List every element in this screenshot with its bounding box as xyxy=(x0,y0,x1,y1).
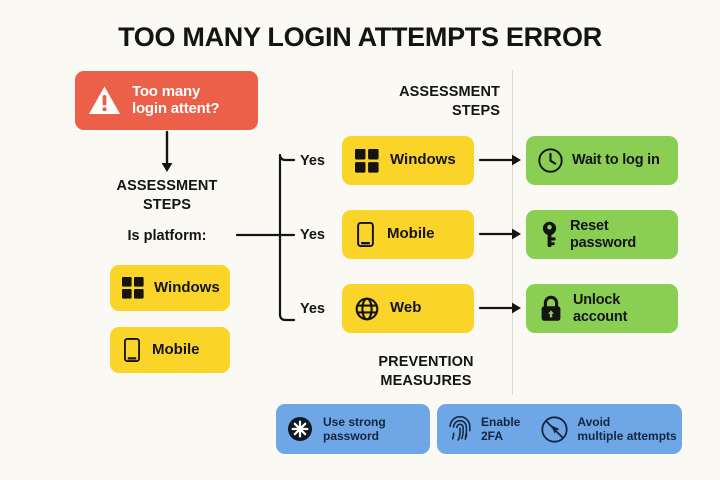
is-platform-question: Is platform: xyxy=(127,228,207,244)
prevention-group: Enable 2FA Avoid multiple attempts xyxy=(437,404,682,454)
left-caption-line-2: STEPS xyxy=(142,197,192,214)
middle-caption-line-1: ASSESSMENT xyxy=(399,84,500,100)
mobile-phone-icon xyxy=(124,338,140,362)
left-caption-line-1: ASSESSMENT xyxy=(116,178,218,194)
left-option-windows[interactable]: Windows xyxy=(110,265,230,311)
fingerprint-icon xyxy=(448,415,472,443)
step-mobile[interactable]: Mobile xyxy=(342,210,474,259)
globe-icon xyxy=(355,297,379,321)
left-option-mobile-label: Mobile xyxy=(152,340,200,358)
step-web-label: Web xyxy=(390,299,422,317)
step-windows-label: Windows xyxy=(390,151,456,169)
prevention-caption: PREVENTION MEASUJRES xyxy=(340,353,512,392)
prevention-avoid-line-2: multiple attempts xyxy=(577,429,677,443)
step-mobile-label: Mobile xyxy=(387,225,435,243)
prevention-avoid-line-1: Avoid xyxy=(577,414,611,429)
middle-caption-line-2: STEPS xyxy=(451,103,500,120)
alert-line-2: login attent? xyxy=(132,99,220,117)
branch-label-yes-1: Yes xyxy=(300,153,325,169)
prevention-use-strong-password[interactable]: Use strong password xyxy=(276,404,430,454)
left-option-windows-label: Windows xyxy=(154,278,220,296)
mobile-phone-icon xyxy=(357,222,374,247)
action-wait-to-log-in[interactable]: Wait to log in xyxy=(526,136,678,185)
prevention-caption-line-2: MEASUJRES xyxy=(380,373,472,390)
action-unlock-label: Unlock account xyxy=(573,292,628,325)
action-wait-label: Wait to log in xyxy=(572,152,660,169)
prevention-2fa-line-2: 2FA xyxy=(481,429,504,443)
alert-line-1: Too many xyxy=(132,82,201,100)
branch-label-yes-2: Yes xyxy=(300,227,325,243)
windows-logo-icon xyxy=(355,148,379,173)
no-click-icon xyxy=(541,415,568,443)
step-web[interactable]: Web xyxy=(342,284,474,333)
prevention-strong-password-line-2: password xyxy=(323,429,380,443)
prevention-strong-password-label: Use strong password xyxy=(323,415,386,444)
prevention-2fa-line-1: Enable xyxy=(481,414,521,429)
windows-logo-icon xyxy=(122,277,144,299)
action-reset-password[interactable]: Reset password xyxy=(526,210,678,259)
alert-text: Too many login attent? xyxy=(132,82,220,118)
branch-label-yes-3: Yes xyxy=(300,301,325,317)
lock-icon xyxy=(540,295,562,322)
action-unlock-account[interactable]: Unlock account xyxy=(526,284,678,333)
page-title: TOO MANY LOGIN ATTEMPTS ERROR xyxy=(118,22,602,52)
prevention-strong-password-line-1: Use strong xyxy=(323,414,386,429)
prevention-enable-2fa[interactable]: Enable 2FA xyxy=(448,415,520,444)
alert-box: Too many login attent? xyxy=(75,71,258,130)
action-reset-label: Reset password xyxy=(570,218,637,251)
prevention-avoid-multiple-attempts[interactable]: Avoid multiple attempts xyxy=(541,415,677,444)
warning-triangle-icon xyxy=(88,85,121,116)
prevention-avoid-label: Avoid multiple attempts xyxy=(577,415,676,444)
left-assessment-caption: ASSESSMENT STEPS xyxy=(78,177,256,216)
password-asterisk-icon xyxy=(287,416,313,442)
prevention-caption-line-1: PREVENTION xyxy=(378,354,474,370)
left-option-mobile[interactable]: Mobile xyxy=(110,327,230,373)
key-icon xyxy=(540,221,559,248)
middle-assessment-caption: ASSESSMENT STEPS xyxy=(348,83,500,122)
clock-icon xyxy=(538,148,563,173)
column-divider xyxy=(512,70,513,395)
step-windows[interactable]: Windows xyxy=(342,136,474,185)
prevention-2fa-label: Enable 2FA xyxy=(481,415,520,444)
